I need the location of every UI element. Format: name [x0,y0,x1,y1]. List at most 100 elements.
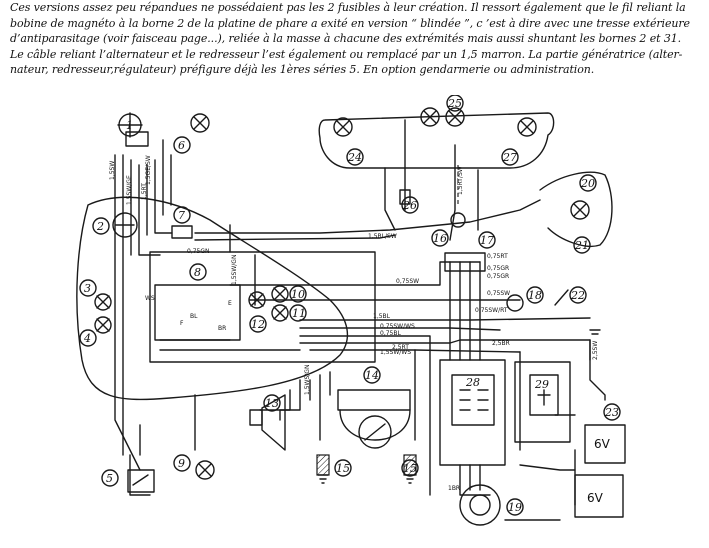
component-number: 3 [84,282,91,295]
caption-text: Ces versions assez peu répandues ne poss… [10,0,700,78]
caption-line: Ces versions assez peu répandues ne poss… [10,1,686,14]
component-number: 7 [178,209,185,222]
wire-label: 0,75GN [187,248,210,255]
turn-indicator-housing [539,171,613,247]
terminal-label: F [180,320,184,327]
wire-label: 1,5BL/SW [368,233,397,240]
oil-switch: 22 [554,286,587,306]
battery-label: 6V [594,437,611,451]
fuse-box: 7 [171,206,193,239]
wire-label: 0,75GR [487,273,509,280]
wire-label: 0,75RT [487,253,508,260]
rear-lamp-24: 24 [333,117,364,166]
horn: 13 [249,394,286,451]
tail-lamp-25: 25 [420,95,465,127]
light-switch: 8 WS E BL BR F [145,263,241,341]
battery-top: 23 6V [584,403,626,464]
regulator: 29 [514,361,571,443]
terminal-label: BL [190,313,198,320]
terminal-label: WS [145,295,155,302]
component-12: 12 [249,315,267,333]
caption-line: Le câble reliant l’alternateur et le red… [10,47,683,61]
component-number: 23 [604,406,619,419]
caption-line: bobine de magnéto à la borne 2 de la pla… [10,16,690,30]
component-number: 24 [347,151,362,164]
pilot-lamps: 10 11 [248,285,307,322]
component-number: 15 [403,462,417,475]
battery-bottom: 6V [574,474,624,518]
wire-label: 0,75SW [396,278,419,285]
component-number: 20 [580,177,595,190]
caption-line: nateur, redresseur,régulateur) préfigure… [10,63,595,77]
wire-label: 1,5RT [141,183,148,200]
component-number: 10 [291,288,305,301]
component-number: 16 [433,232,447,245]
component-number: 28 [465,376,480,389]
ignition-switch: 1 [117,112,149,147]
battery-label: 6V [587,491,604,505]
component-number: 9 [178,457,185,470]
component-number: 8 [194,266,201,279]
wire-label: 0,75GR [487,265,509,272]
component-number: 14 [365,369,379,382]
turn-signal-20: 20 [570,174,597,220]
wire-label: 1BR [448,485,460,492]
wiring-harness [114,119,606,521]
wire-label: 1,5RT/SW [457,166,464,195]
wire-label: 1,5SW/GN [231,255,238,285]
rectifier: 28 [439,359,506,466]
headlamp-housing-outline [76,196,349,401]
wire-label: 0,75BL [380,330,401,337]
wire-label: 1,5GE/SW [145,155,152,185]
wire-label: 1,5WS/GN [304,365,311,395]
wire-labels: 1,5SW 1,5SW/GE 0,75GN 1,5SW/GN 1,5RT 0,7… [109,155,599,395]
component-number: 26 [402,199,417,212]
wire-label: 0,75SW/WS [380,323,415,330]
horn-button: 5 [101,469,155,493]
stator: 19 1BR [448,484,524,526]
component-number: 19 [508,501,522,514]
component-number: 12 [251,318,265,331]
lamp-4: 4 [79,316,112,347]
indicator-lamp-6: 6 [173,113,210,154]
rear-light-housing [318,112,555,169]
turn-signal-21: 21 [573,236,591,254]
terminal-label: BR [218,325,226,332]
component-number: 21 [574,239,589,252]
lamp-9: 9 [173,454,215,480]
component-number: 5 [106,472,113,485]
component-number: 17 [480,234,494,247]
component-number: 11 [292,307,306,320]
wiring-diagram: 1,5SW 1,5SW/GE 0,75GN 1,5SW/GN 1,5RT 0,7… [76,95,626,526]
fuse-26: 26 [399,189,419,214]
component-number: 27 [502,151,517,164]
brake-switch: 16 [431,212,466,247]
wire-label: 2,5BR [492,340,510,347]
component-number: 4 [83,332,91,345]
neutral-switch: 18 [506,286,544,312]
spark-plug-left: 15 [316,454,352,477]
wire-label: 2,5SW [592,341,599,360]
component-number: 2 [96,220,104,233]
connector-block: 17 [444,231,496,272]
component-number: 15 [336,462,350,475]
wire-label: 2,5RT [392,344,409,351]
rear-lamp-27: 27 [501,117,537,166]
component-number: 6 [178,139,185,152]
wire-label: 0,75SW [487,290,510,297]
wire-label: 1,5BL [373,313,391,320]
terminal-label: E [228,300,232,307]
spark-plug-right: 15 [401,454,419,477]
component-number: 18 [528,289,542,302]
lamp-3: 3 [79,279,112,311]
headlamp-bulb: 2 [92,212,138,238]
component-number: 1 [126,119,133,132]
component-number: 22 [570,289,585,302]
caption-line: d’antiparasitage (voir faisceau page...)… [10,32,682,46]
wire-label: 1,5SW/GE [126,175,133,205]
wire-label: 1,5SW/WS [380,349,411,356]
component-number: 25 [447,97,462,110]
wire-label: 1,5SW [109,161,116,180]
wire-label: 0,75SW/RT [475,307,508,314]
alternator: 14 [337,366,411,449]
